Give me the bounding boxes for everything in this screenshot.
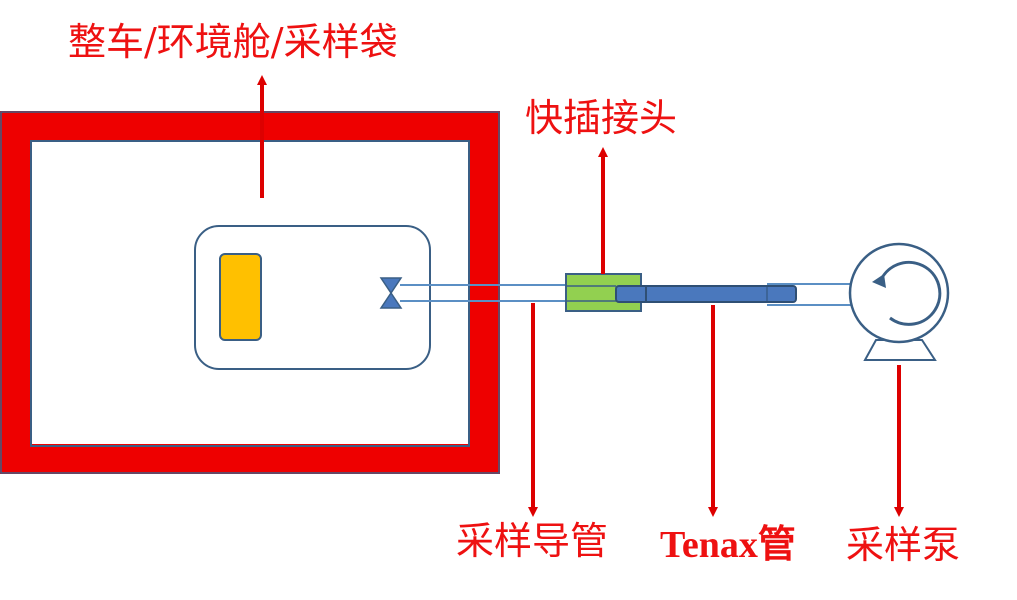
chamber-inner-border bbox=[30, 140, 470, 447]
tenax-tube-body bbox=[615, 285, 797, 303]
label-sampling-tube: 采样导管 bbox=[456, 519, 609, 563]
label-chamber: 整车/环境舱/采样袋 bbox=[68, 20, 398, 64]
label-sampling-pump: 采样泵 bbox=[846, 523, 961, 567]
chamber-outer-border bbox=[0, 111, 500, 474]
chamber-wall bbox=[0, 111, 500, 474]
pump-icon bbox=[848, 242, 950, 361]
label-tenax-tube: Tenax管 bbox=[660, 524, 796, 566]
label-quick-connector: 快插接头 bbox=[525, 96, 678, 140]
sample-block bbox=[219, 253, 262, 341]
valve-icon bbox=[379, 277, 403, 309]
